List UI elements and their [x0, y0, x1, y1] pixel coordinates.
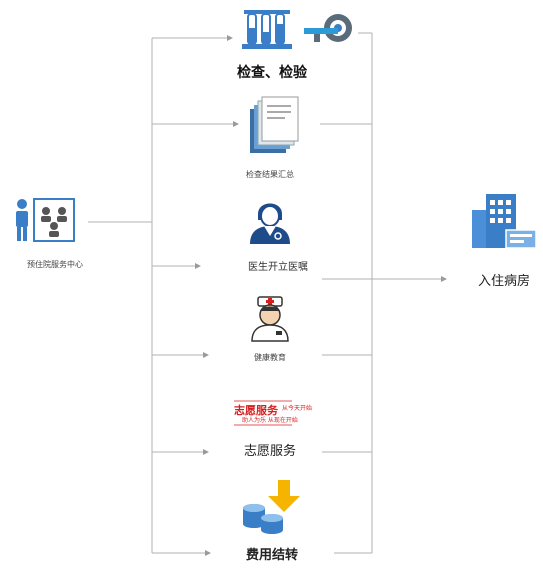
step-doctor-order: [248, 198, 292, 246]
step-health-education: [250, 295, 290, 343]
doctor-icon: [250, 203, 290, 244]
source-node: [8, 195, 88, 245]
step-volunteer-service: 志愿服务 从今天开始 助人为乐 从现在开始: [232, 397, 322, 427]
source-label: 预住院服务中心: [27, 260, 83, 269]
volunteer-service-logo: 志愿服务 从今天开始 助人为乐 从现在开始: [234, 400, 312, 426]
target-label: 入住病房: [477, 274, 530, 289]
svg-text:助人为乐 从现在开始: 助人为乐 从现在开始: [242, 416, 298, 424]
step-label-lab-test: 检查、检验: [237, 65, 307, 81]
step-label-health-education: 健康教育: [254, 353, 286, 362]
step-label-doctor-order: 医生开立医嘱: [248, 262, 308, 273]
nurse-icon: [251, 296, 289, 342]
step-label-fee-transfer: 费用结转: [245, 548, 298, 563]
step-label-volunteer-service: 志愿服务: [243, 444, 296, 459]
svg-text:志愿服务: 志愿服务: [234, 403, 279, 417]
svg-text:从今天开始: 从今天开始: [282, 404, 312, 412]
stacked-documents-icon: [250, 96, 299, 153]
target-node: [472, 190, 538, 250]
step-lab-test: [238, 6, 358, 52]
step-fee-transfer: [240, 478, 310, 536]
step-results-summary: [248, 95, 308, 157]
hospital-building-icon: [472, 194, 537, 249]
consultation-group-icon: [16, 198, 75, 242]
lab-test-tubes-and-ct-scanner-icon: [242, 10, 352, 49]
step-label-results-summary: 检查结果汇总: [246, 170, 294, 179]
coins-with-down-arrow-icon: [243, 480, 300, 534]
